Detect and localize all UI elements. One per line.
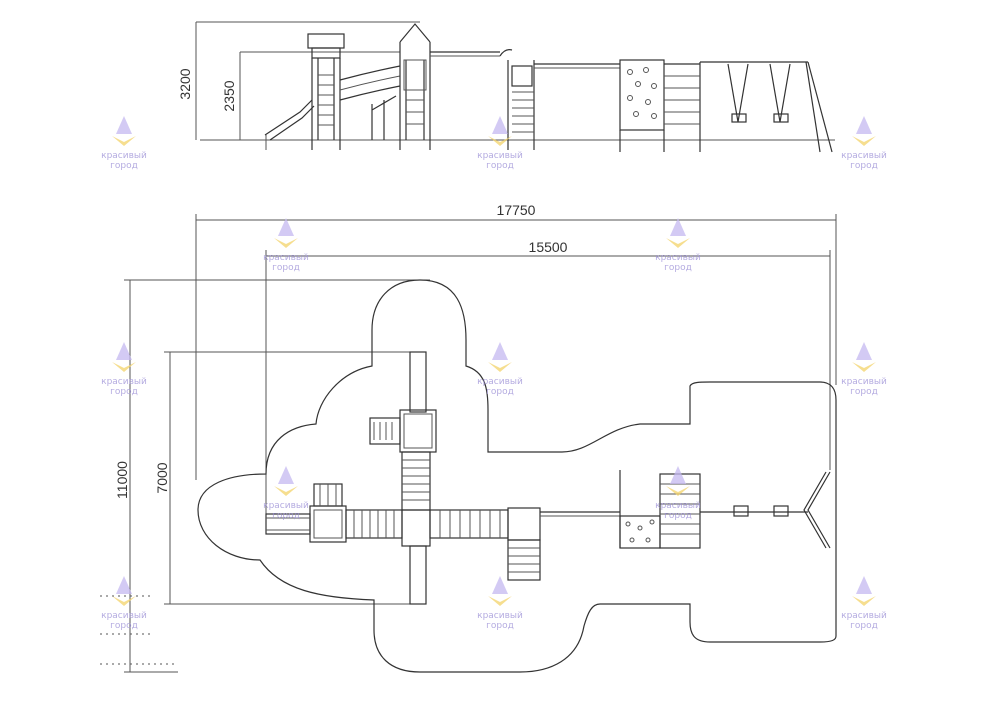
side-elevation-view: 3200 2350 [177, 21, 835, 153]
slide-side [264, 99, 315, 150]
horizontal-bridge-right [429, 509, 509, 539]
upper-tower-plan [369, 409, 437, 453]
watermark-text: город [850, 621, 878, 631]
watermark-logo: красивый город [263, 466, 309, 521]
watermark-logo: красивый город [477, 342, 523, 397]
swing-frame-side [700, 61, 833, 153]
watermark-logo: красивый город [655, 218, 701, 273]
watermark-text: город [110, 621, 138, 631]
watermark-text: красивый [655, 501, 701, 511]
watermark-text: красивый [841, 377, 887, 387]
watermark-logo: красивый город [841, 342, 887, 397]
dimension-height-platform: 2350 [221, 51, 400, 140]
watermark-text: красивый [263, 501, 309, 511]
watermark-text: красивый [101, 151, 147, 161]
watermark-text: красивый [655, 253, 701, 263]
dimension-label-17750: 17750 [497, 202, 536, 218]
watermark-text: город [486, 621, 514, 631]
watermark-text: город [272, 511, 300, 521]
horizontal-bridge-left [345, 509, 403, 539]
watermark-text: красивый [101, 611, 147, 621]
watermark-logo: красивый город [101, 576, 147, 631]
watermark-text: город [664, 263, 692, 273]
watermark-text: город [664, 511, 692, 521]
dimension-label-2350: 2350 [221, 80, 237, 111]
safety-zone-outline [197, 279, 837, 673]
watermark-logo: красивый город [101, 342, 147, 397]
watermark-text: город [850, 161, 878, 171]
central-vertical-walkway [401, 351, 431, 605]
watermark-text: город [110, 387, 138, 397]
dimension-length-total: 17750 [195, 202, 837, 480]
watermark-text: красивый [263, 253, 309, 263]
dimension-label-15500: 15500 [529, 239, 568, 255]
watermark-text: красивый [841, 151, 887, 161]
watermark-logo: красивый город [263, 218, 309, 273]
plan-view: 17750 15500 11000 7000 [100, 202, 837, 673]
climbing-wall-side [619, 59, 665, 152]
dimension-width-total: 11000 [114, 279, 430, 673]
watermark-logo: красивый город [841, 576, 887, 631]
watermark-text: город [110, 161, 138, 171]
ladder-frame-side [664, 62, 701, 152]
watermark-logo: красивый город [841, 116, 887, 171]
watermark-layer: красивый город красивый город красивый г… [101, 116, 887, 631]
watermark-logo: красивый город [477, 116, 523, 171]
watermark-text: красивый [477, 377, 523, 387]
scale-marks [100, 595, 176, 665]
dimension-label-3200: 3200 [177, 68, 193, 99]
watermark-logo: красивый город [477, 576, 523, 631]
watermark-text: красивый [841, 611, 887, 621]
tower-2-side [399, 23, 500, 150]
right-tower-plan [507, 507, 620, 581]
dimension-label-7000: 7000 [154, 462, 170, 493]
dimension-width-inner: 7000 [154, 351, 412, 605]
watermark-text: город [486, 161, 514, 171]
watermark-text: город [486, 387, 514, 397]
watermark-text: город [272, 263, 300, 273]
watermark-logo: красивый город [101, 116, 147, 171]
central-platform-plan [401, 509, 431, 547]
dimension-label-11000: 11000 [114, 461, 130, 499]
left-tower-plan [265, 483, 347, 543]
swing-set-plan [700, 471, 831, 549]
dimension-length-inner: 15500 [265, 239, 831, 520]
dimension-height-total: 3200 [177, 21, 420, 140]
watermark-text: город [850, 387, 878, 397]
watermark-logo: красивый город [655, 466, 701, 521]
tower-1-side [307, 33, 345, 150]
watermark-text: красивый [101, 377, 147, 387]
wavy-bridge-side [339, 65, 401, 140]
watermark-text: красивый [477, 151, 523, 161]
watermark-text: красивый [477, 611, 523, 621]
tower-3-side [499, 49, 620, 150]
